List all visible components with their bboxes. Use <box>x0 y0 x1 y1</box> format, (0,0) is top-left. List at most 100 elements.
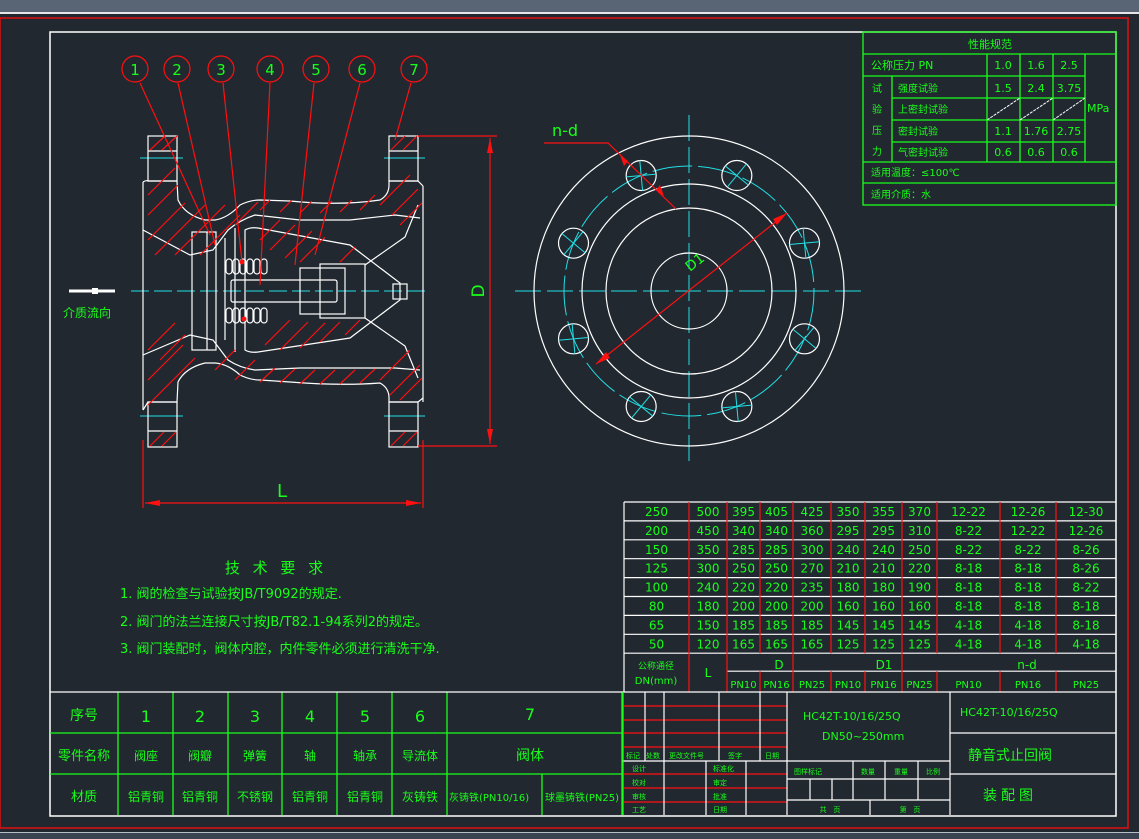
table-cell: 8-26 <box>1072 562 1099 576</box>
svg-text:序号: 序号 <box>70 708 98 724</box>
table-cell: 405 <box>765 505 788 519</box>
table-cell: 350 <box>837 505 860 519</box>
balloon-6[interactable]: 6 <box>348 55 376 83</box>
table-cell: 8-22 <box>955 543 982 557</box>
table-cell: 240 <box>872 543 895 557</box>
balloon-1[interactable]: 1 <box>121 55 149 83</box>
table-cell: 8-22 <box>1014 543 1041 557</box>
table-cell: 8-18 <box>1014 562 1041 576</box>
table-cell: 425 <box>801 505 824 519</box>
tech-title: 技 术 要 求 <box>225 559 327 577</box>
svg-text:D: D <box>469 284 489 297</box>
svg-text:D1: D1 <box>876 658 893 672</box>
svg-text:共 页: 共 页 <box>820 805 841 814</box>
performance-table: 性能规范 公称压力 PN 1.0 1.6 2.5 试 验 压 力 MPa 强度试… <box>862 31 1117 206</box>
size-range: DN50~250mm <box>822 730 904 743</box>
table-cell: 8-18 <box>955 581 982 595</box>
bolt-hole <box>788 227 821 259</box>
svg-text:3.75: 3.75 <box>1057 82 1082 95</box>
svg-text:6: 6 <box>357 61 367 79</box>
svg-text:1.0: 1.0 <box>994 59 1012 72</box>
svg-text:0.6: 0.6 <box>994 146 1012 159</box>
table-cell: 4-18 <box>955 637 982 651</box>
drawing-type: 装配图 <box>983 788 1037 804</box>
part-name: 轴承 <box>353 748 377 763</box>
table-subheader: PN16 <box>1015 680 1041 691</box>
table-cell: 250 <box>765 562 788 576</box>
bolt-hole <box>625 159 657 192</box>
balloon-3[interactable]: 3 <box>207 55 235 83</box>
balloon-7[interactable]: 7 <box>400 55 428 83</box>
table-cell: 160 <box>908 600 931 614</box>
table-cell: 450 <box>697 524 720 538</box>
table-cell: 120 <box>697 637 720 651</box>
table-cell: 12-30 <box>1069 505 1104 519</box>
balloon-4[interactable]: 4 <box>256 55 284 83</box>
drawing-border <box>49 31 1117 817</box>
svg-text:数量: 数量 <box>861 767 875 776</box>
table-cell: 145 <box>837 618 860 632</box>
table-cell: 180 <box>697 600 720 614</box>
table-cell: 8-22 <box>955 524 982 538</box>
svg-text:2.5: 2.5 <box>1060 59 1078 72</box>
balloon-2[interactable]: 2 <box>163 55 191 83</box>
svg-text:上密封试验: 上密封试验 <box>898 103 948 116</box>
svg-text:2.75: 2.75 <box>1057 125 1082 138</box>
table-cell: 8-26 <box>1072 543 1099 557</box>
part-name: 导流体 <box>402 749 438 763</box>
table-cell: 220 <box>765 581 788 595</box>
svg-text:阀体: 阀体 <box>516 748 544 764</box>
table-cell: 250 <box>645 505 668 519</box>
svg-text:1.6: 1.6 <box>1027 59 1045 72</box>
table-subheader: PN25 <box>799 680 825 691</box>
table-subheader: PN16 <box>870 680 896 691</box>
table-cell: 80 <box>649 600 664 614</box>
sheet-outer-frame <box>0 17 1129 829</box>
bolt-hole <box>721 390 753 423</box>
table-cell: 185 <box>765 618 788 632</box>
table-cell: 240 <box>697 581 720 595</box>
balloon-5[interactable]: 5 <box>302 55 330 83</box>
svg-text:重量: 重量 <box>894 768 908 776</box>
svg-text:公称压力 PN: 公称压力 PN <box>871 58 933 72</box>
table-subheader: PN10 <box>835 680 861 691</box>
svg-text:1: 1 <box>130 61 140 79</box>
table-cell: 100 <box>645 581 668 595</box>
table-cell: 340 <box>765 524 788 538</box>
table-cell: 250 <box>732 562 755 576</box>
bolt-hole <box>625 390 657 423</box>
table-cell: 285 <box>765 543 788 557</box>
svg-text:公称通径: 公称通径 <box>638 660 674 672</box>
table-subheader: PN10 <box>730 680 756 691</box>
table-cell: 8-18 <box>1014 581 1041 595</box>
part-number: 6 <box>415 707 425 726</box>
table-cell: 185 <box>801 618 824 632</box>
svg-text:试: 试 <box>872 82 882 95</box>
svg-text:批准: 批准 <box>713 792 727 801</box>
table-cell: 8-18 <box>955 600 982 614</box>
part-name: 阀瓣 <box>188 749 212 763</box>
table-cell: 4-18 <box>1072 637 1099 651</box>
table-subheader: PN10 <box>955 680 981 691</box>
svg-text:材质: 材质 <box>71 790 97 805</box>
table-cell: 300 <box>801 543 824 557</box>
table-cell: 180 <box>872 581 895 595</box>
table-cell: 395 <box>732 505 755 519</box>
svg-text:更改文件号: 更改文件号 <box>669 751 704 760</box>
table-cell: 8-18 <box>1072 600 1099 614</box>
valve-section-view <box>131 82 430 448</box>
title-block: 标记 处数 更改文件号 签字 日期 设计 校对 审核 工艺 标准化 审定 批准 … <box>622 692 1116 815</box>
table-cell: 310 <box>908 524 931 538</box>
flow-direction: 介质流向 <box>63 288 115 320</box>
svg-text:3: 3 <box>216 61 226 79</box>
svg-text:标准化: 标准化 <box>713 764 734 773</box>
svg-text:1.5: 1.5 <box>994 82 1012 95</box>
tech-item: 2. 阀门的法兰连接尺寸按JB/T82.1-94系列2的规定。 <box>120 614 428 630</box>
svg-text:比例: 比例 <box>926 767 940 776</box>
part-number: 5 <box>360 707 370 726</box>
part-number: 2 <box>195 707 205 726</box>
window-top-bar <box>0 0 1139 14</box>
